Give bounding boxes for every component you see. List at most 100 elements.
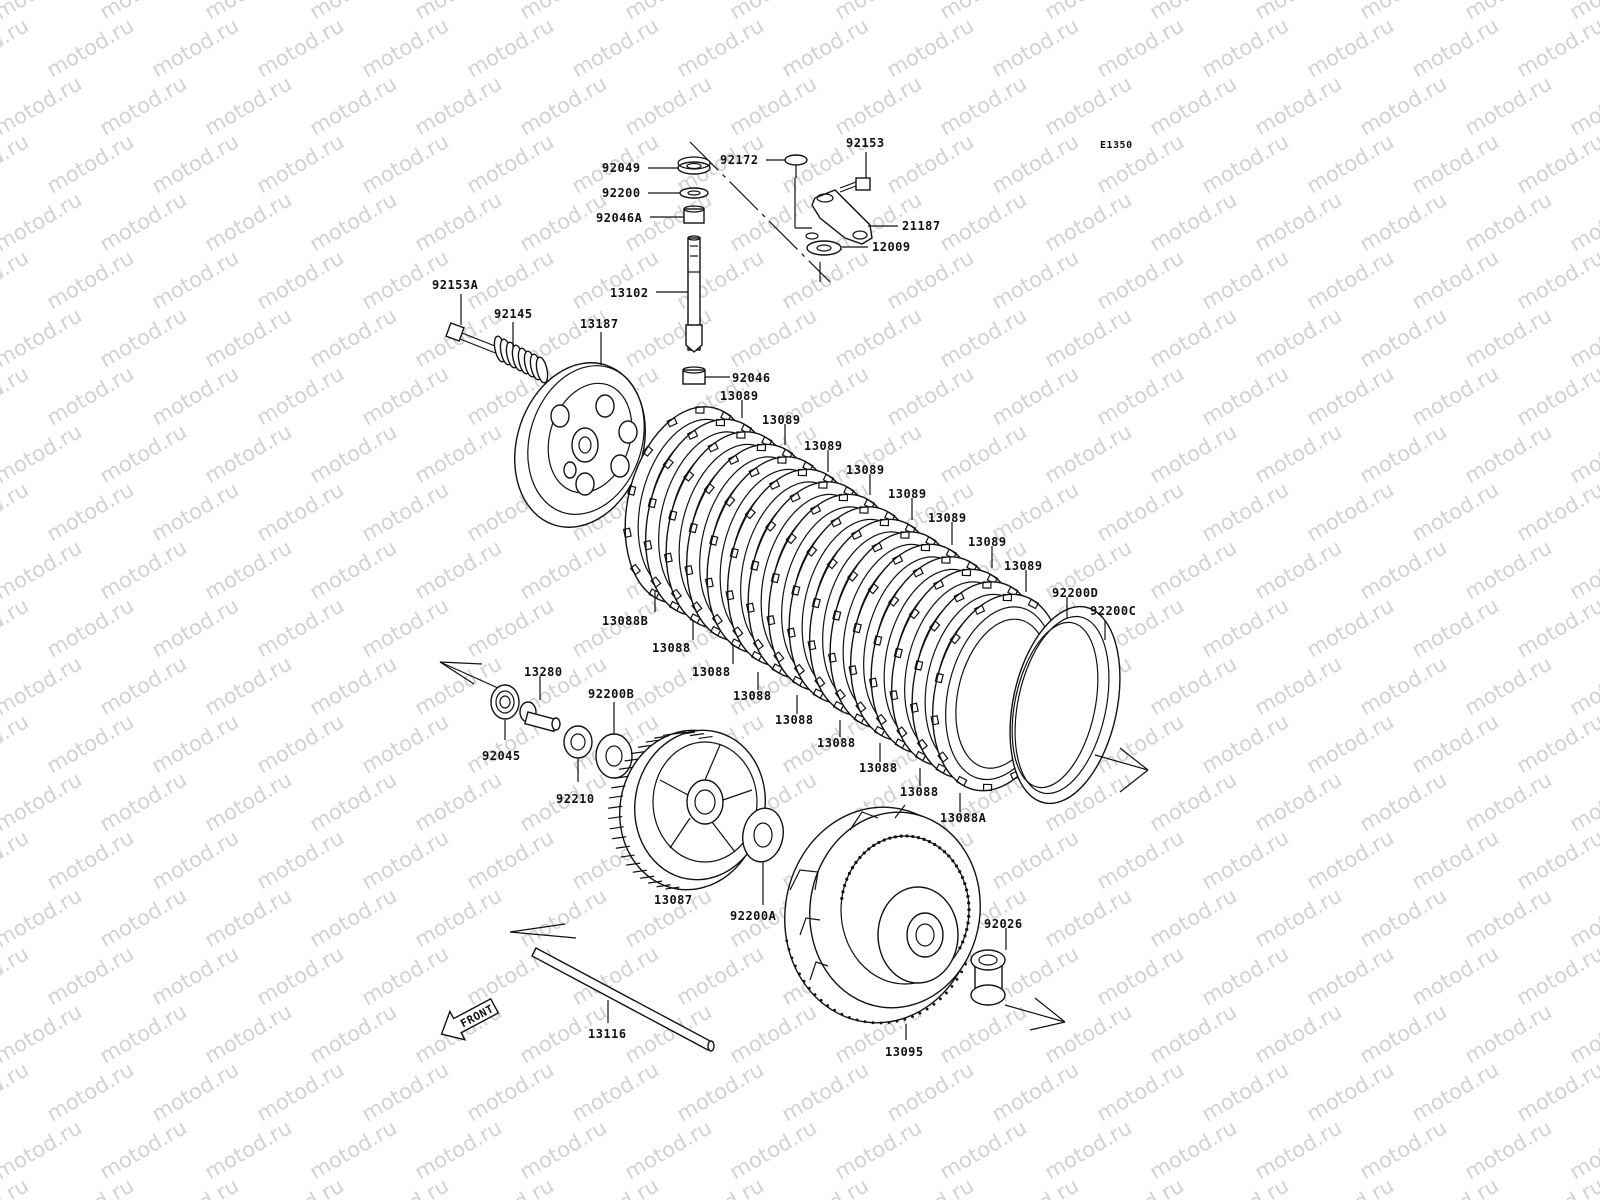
watermark-text: motod.ru <box>1198 1057 1293 1126</box>
watermark-text: motod.ru <box>1513 941 1600 1010</box>
label-13089-7: 13089 <box>968 535 1007 549</box>
watermark-text: motod.ru <box>0 941 33 1010</box>
push-rod-13116 <box>509 923 715 1052</box>
watermark-text: motod.ru <box>148 245 243 314</box>
watermark-text: motod.ru <box>936 0 1031 24</box>
label-92046: 92046 <box>732 371 771 385</box>
watermark-text: motod.ru <box>516 0 611 24</box>
watermark-text: motod.ru <box>988 825 1083 894</box>
label-92210: 92210 <box>556 792 595 806</box>
watermark-text: motod.ru <box>673 245 768 314</box>
watermark-text: motod.ru <box>0 651 86 720</box>
label-13089-6: 13089 <box>928 511 967 525</box>
watermark-text: motod.ru <box>1251 999 1346 1068</box>
watermark-text: motod.ru <box>358 1057 453 1126</box>
watermark-text: motod.ru <box>1146 1115 1241 1184</box>
watermark-text: motod.ru <box>201 767 296 836</box>
watermark-text: motod.ru <box>358 129 453 198</box>
label-13089-5: 13089 <box>888 487 927 501</box>
watermark-text: motod.ru <box>148 13 243 82</box>
watermark-text: motod.ru <box>1303 941 1398 1010</box>
watermark-text: motod.ru <box>411 767 506 836</box>
watermark-text: motod.ru <box>883 245 978 314</box>
watermark-text: motod.ru <box>831 1115 926 1184</box>
watermark-text: motod.ru <box>358 709 453 778</box>
watermark-text: motod.ru <box>568 13 663 82</box>
watermark-text: motod.ru <box>0 71 86 140</box>
watermark-text: motod.ru <box>1461 419 1556 488</box>
label-92200: 92200 <box>602 186 641 200</box>
label-92145: 92145 <box>494 307 533 321</box>
watermark-text: motod.ru <box>1303 825 1398 894</box>
watermark-text: motod.ru <box>778 1057 873 1126</box>
watermark-text: motod.ru <box>43 129 138 198</box>
watermark-text: motod.ru <box>306 651 401 720</box>
watermark-text: motod.ru <box>463 825 558 894</box>
watermark-text: motod.ru <box>1041 187 1136 256</box>
watermark-text: motod.ru <box>411 71 506 140</box>
label-13089-4: 13089 <box>846 463 885 477</box>
watermark-text: motod.ru <box>1146 71 1241 140</box>
label-13089-2: 13089 <box>762 413 801 427</box>
watermark-text: motod.ru <box>358 361 453 430</box>
watermark-text: motod.ru <box>1356 71 1451 140</box>
watermark-text: motod.ru <box>1408 941 1503 1010</box>
watermark-text: motod.ru <box>358 1173 453 1200</box>
watermark-text: motod.ru <box>411 1115 506 1184</box>
watermark-text: motod.ru <box>96 71 191 140</box>
label-92045: 92045 <box>482 749 521 763</box>
watermark-text: motod.ru <box>673 941 768 1010</box>
watermark-text: motod.ru <box>883 1057 978 1126</box>
watermark-text: motod.ru <box>883 1173 978 1200</box>
watermark-text: motod.ru <box>1408 129 1503 198</box>
watermark-text: motod.ru <box>148 1173 243 1200</box>
watermark-text: motod.ru <box>463 13 558 82</box>
watermark-text: motod.ru <box>1356 883 1451 952</box>
watermark-text: motod.ru <box>1303 477 1398 546</box>
label-13088-1: 13088 <box>652 641 691 655</box>
watermark-text: motod.ru <box>883 361 978 430</box>
watermark-text: motod.ru <box>1513 361 1600 430</box>
watermark-text: motod.ru <box>1356 419 1451 488</box>
watermark-text: motod.ru <box>988 13 1083 82</box>
watermark-text: motod.ru <box>0 999 86 1068</box>
watermark-text: motod.ru <box>516 1115 611 1184</box>
watermark-text: motod.ru <box>1408 361 1503 430</box>
watermark-text: motod.ru <box>463 129 558 198</box>
watermark-text: motod.ru <box>1251 419 1346 488</box>
watermark-text: motod.ru <box>0 535 86 604</box>
watermark-text: motod.ru <box>1408 593 1503 662</box>
watermark-text: motod.ru <box>1198 477 1293 546</box>
watermark-text: motod.ru <box>936 71 1031 140</box>
watermark-text: motod.ru <box>831 0 926 24</box>
watermark-text: motod.ru <box>1461 767 1556 836</box>
release-shaft-assembly <box>677 141 873 385</box>
watermark-text: motod.ru <box>726 187 821 256</box>
watermark-text: motod.ru <box>0 187 86 256</box>
watermark-text: motod.ru <box>358 825 453 894</box>
watermark-text: motod.ru <box>831 71 926 140</box>
watermark-text: motod.ru <box>43 593 138 662</box>
watermark-text: motod.ru <box>1303 13 1398 82</box>
watermark-text: motod.ru <box>253 477 348 546</box>
watermark-text: motod.ru <box>201 71 296 140</box>
watermark-text: motod.ru <box>0 129 33 198</box>
watermark-text: motod.ru <box>1041 71 1136 140</box>
watermark-text: motod.ru <box>1356 1115 1451 1184</box>
watermark-text: motod.ru <box>1093 361 1188 430</box>
watermark-text: motod.ru <box>96 535 191 604</box>
watermark-text: motod.ru <box>988 1057 1083 1126</box>
watermark-text: motod.ru <box>253 129 348 198</box>
watermark-text: motod.ru <box>411 0 506 24</box>
watermark-text: motod.ru <box>201 0 296 24</box>
label-92153a: 92153A <box>432 278 479 292</box>
watermark-text: motod.ru <box>306 1115 401 1184</box>
watermark-text: motod.ru <box>1146 303 1241 372</box>
watermark-text: motod.ru <box>1461 303 1556 372</box>
watermark-text: motod.ru <box>1198 245 1293 314</box>
watermark-text: motod.ru <box>936 999 1031 1068</box>
watermark-text: motod.ru <box>1356 187 1451 256</box>
watermark-text: motod.ru <box>1356 767 1451 836</box>
watermark-text: motod.ru <box>1356 303 1451 372</box>
watermark-text: motod.ru <box>1146 999 1241 1068</box>
